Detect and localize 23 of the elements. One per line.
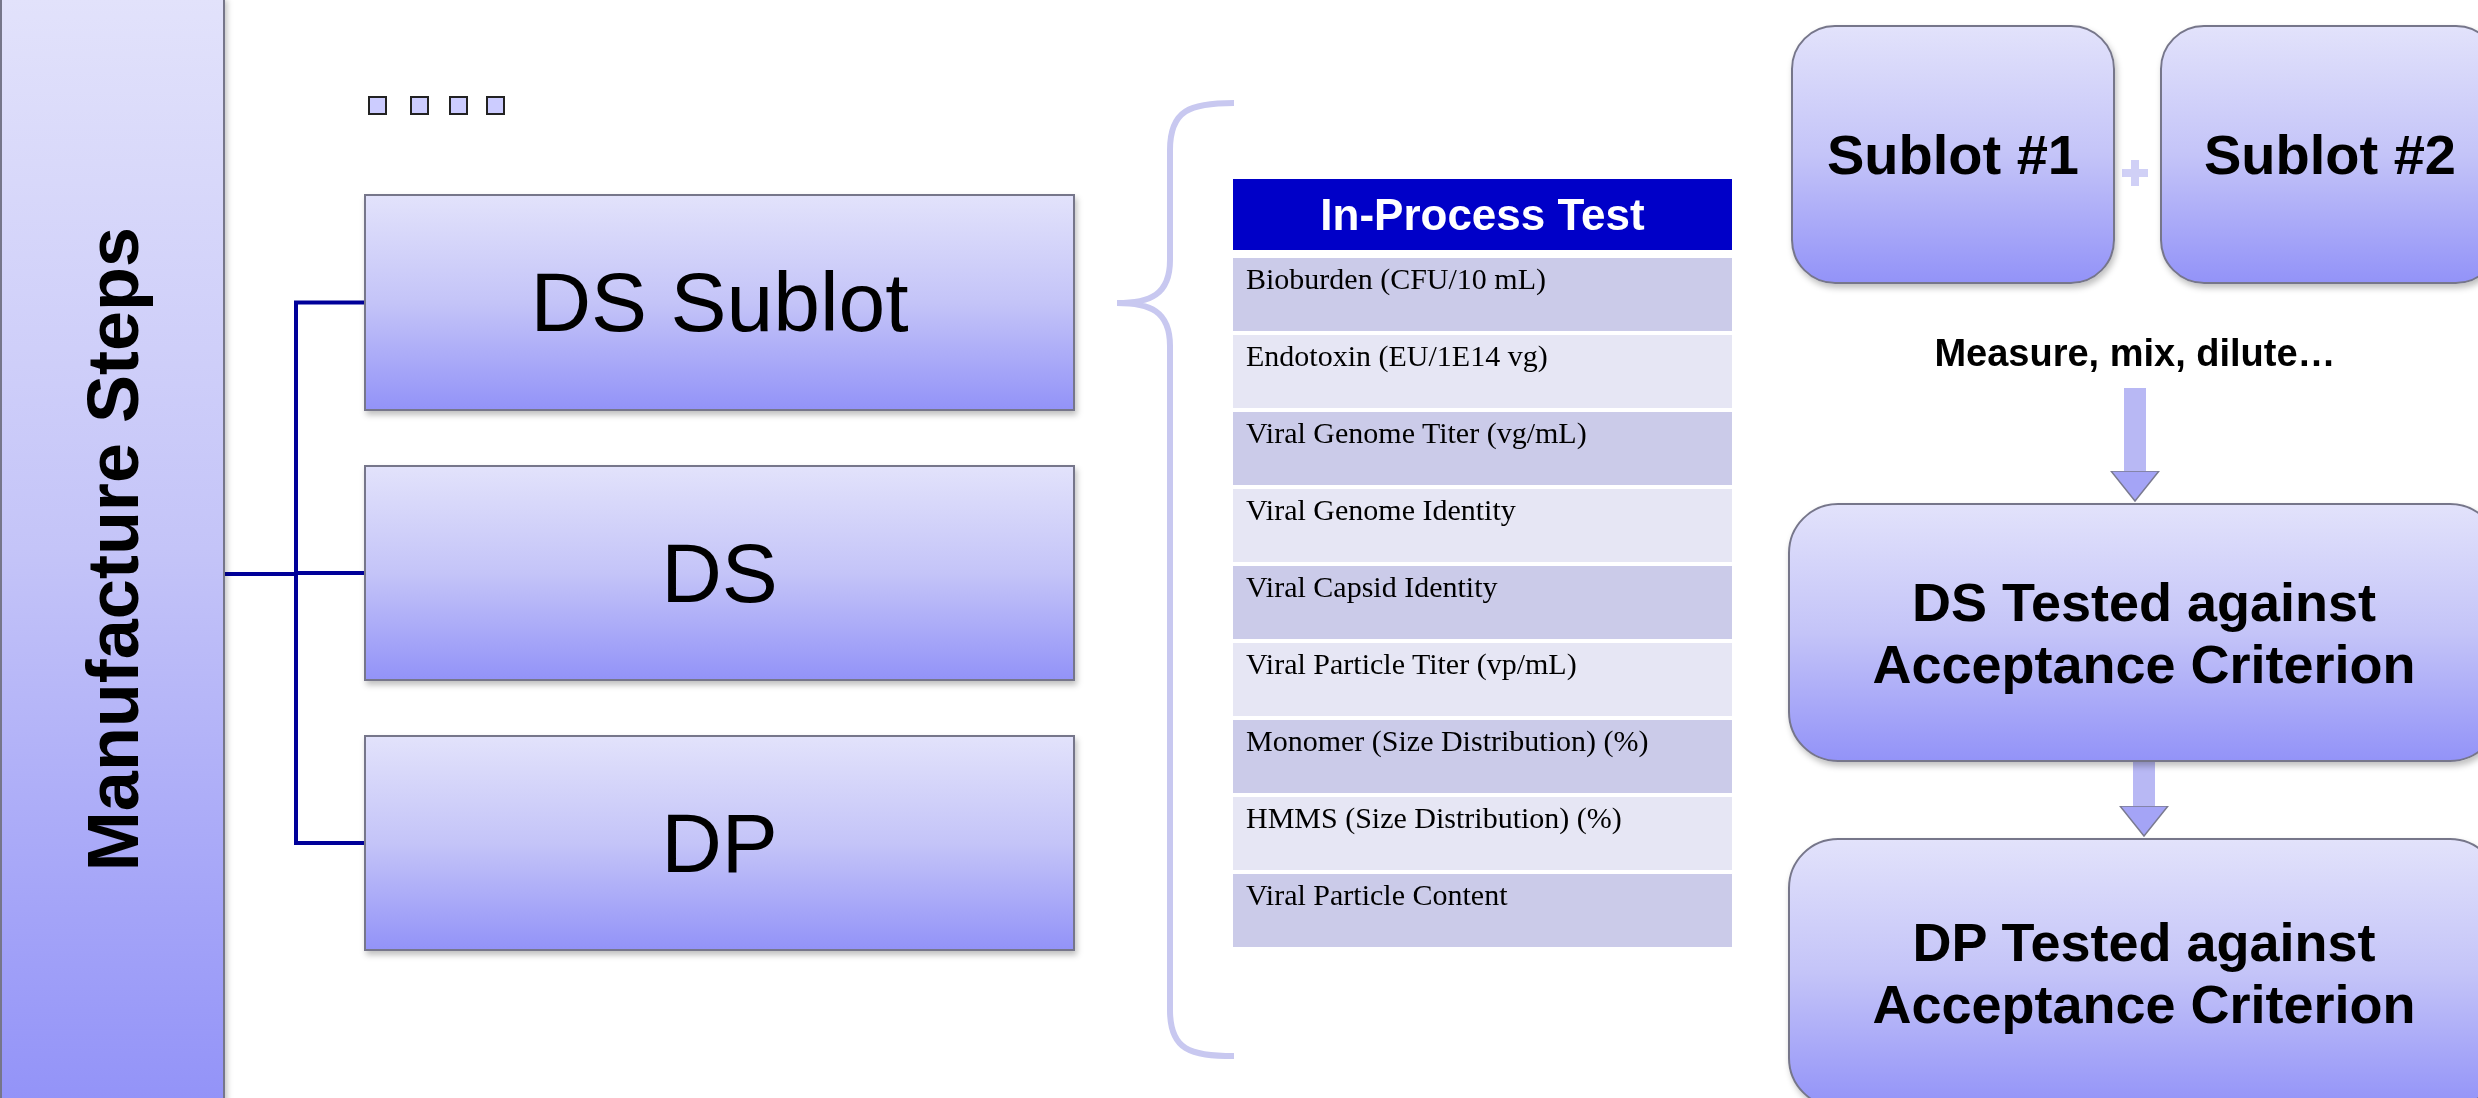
step-box: DS Sublot	[364, 194, 1075, 411]
table-cell: Viral Genome Identity	[1233, 489, 1732, 562]
bar-label: Manufacture Steps	[71, 226, 154, 872]
rounded-box: Sublot #2	[2160, 25, 2478, 284]
table-cell: Viral Capsid Identity	[1233, 566, 1732, 639]
table-header: In-Process Test	[1233, 179, 1732, 250]
table-cell: HMMS (Size Distribution) (%)	[1233, 797, 1732, 870]
vertical-bar	[0, 0, 225, 1098]
table-cell: Endotoxin (EU/1E14 vg)	[1233, 335, 1732, 408]
rounded-box: DS Tested against Acceptance Criterion	[1788, 503, 2478, 762]
table-cell: Viral Genome Titer (vg/mL)	[1233, 412, 1732, 485]
table-cell: Viral Particle Titer (vp/mL)	[1233, 643, 1732, 716]
block-arrow	[2110, 388, 2160, 502]
connector-line	[225, 572, 364, 845]
table-cell: Monomer (Size Distribution) (%)	[1233, 720, 1732, 793]
step-box: DS	[364, 465, 1075, 681]
rounded-box: Sublot #1	[1791, 25, 2115, 284]
block-arrow	[2119, 762, 2169, 837]
table-cell: Viral Particle Content	[1233, 874, 1732, 947]
step-box: DP	[364, 735, 1075, 951]
table-cell: Bioburden (CFU/10 mL)	[1233, 258, 1732, 331]
caption-text: Measure, mix, dilute…	[1880, 318, 2390, 388]
rounded-box: DP Tested against Acceptance Criterion	[1788, 838, 2478, 1098]
